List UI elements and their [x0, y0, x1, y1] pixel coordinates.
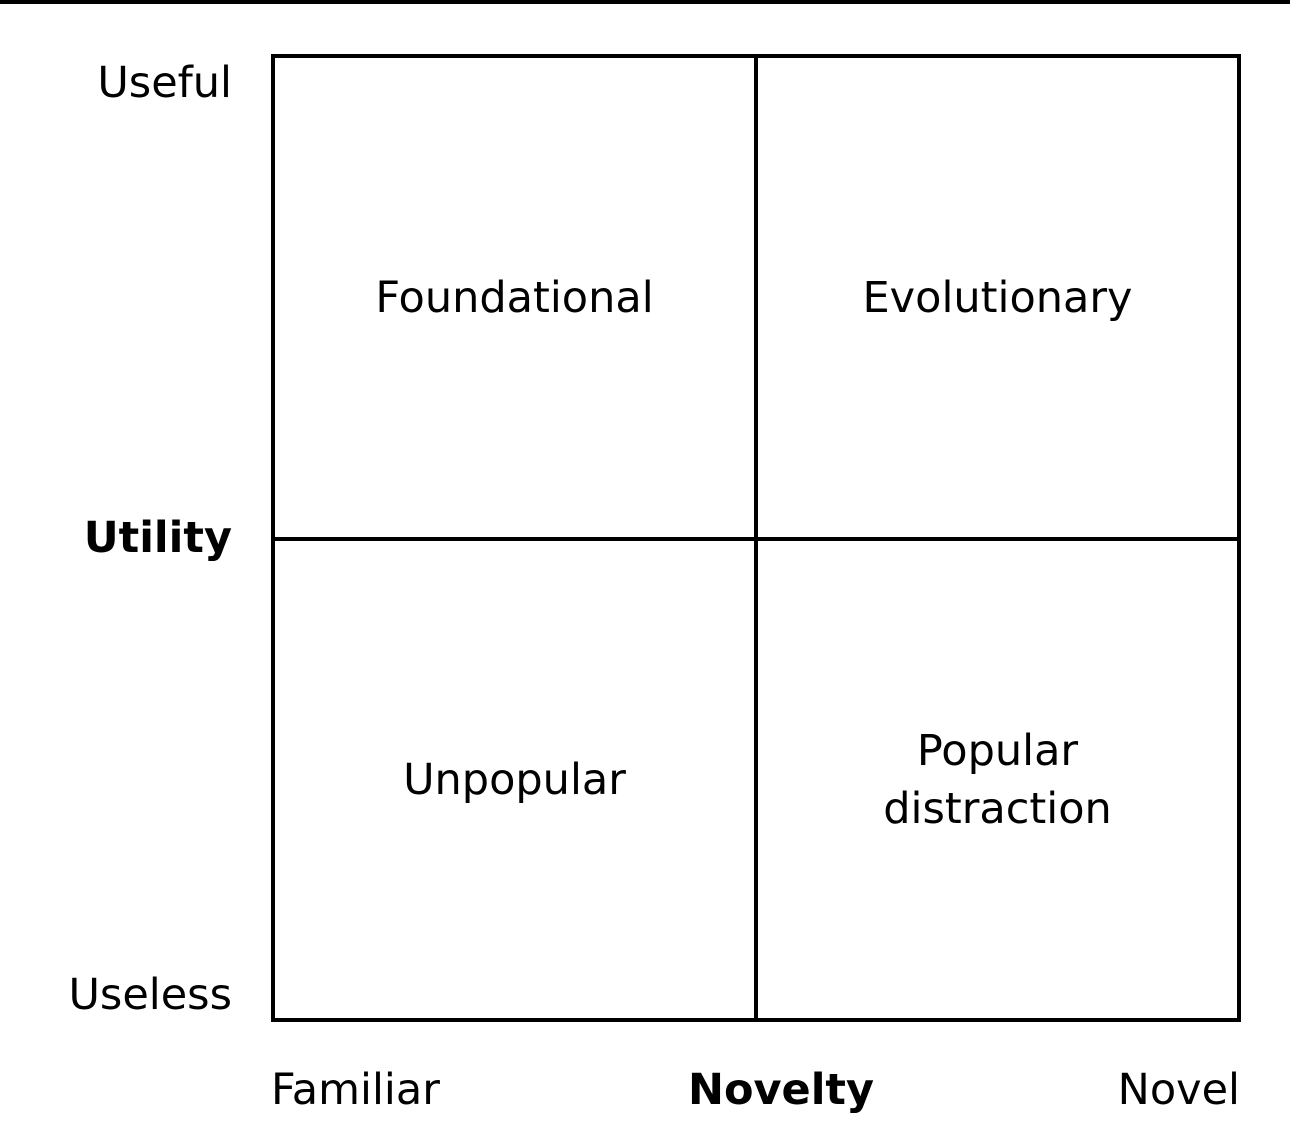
quadrant-top-right: Evolutionary: [758, 58, 1237, 537]
quadrant-label-unpopular: Unpopular: [403, 754, 626, 805]
quadrant-label-foundational: Foundational: [375, 272, 654, 323]
quadrant-label-evolutionary: Evolutionary: [862, 272, 1133, 323]
quadrant-bottom-left: Unpopular: [275, 541, 754, 1018]
quadrant-top-left: Foundational: [275, 58, 754, 537]
y-axis-low-label: Useless: [68, 970, 232, 1020]
quadrant-label-popular-distraction: Popular distraction: [883, 725, 1112, 834]
x-axis-high-label: Novel: [1117, 1065, 1240, 1115]
y-axis-high-label: Useful: [97, 58, 232, 108]
x-axis-title: Novelty: [687, 1065, 875, 1115]
y-axis-title: Utility: [83, 513, 232, 563]
x-axis-low-label: Familiar: [271, 1065, 440, 1115]
horizontal-divider: [275, 537, 1237, 541]
quadrant-matrix: Foundational Evolutionary Unpopular Popu…: [271, 54, 1241, 1022]
top-rule: [0, 0, 1290, 4]
quadrant-bottom-right: Popular distraction: [758, 541, 1237, 1018]
